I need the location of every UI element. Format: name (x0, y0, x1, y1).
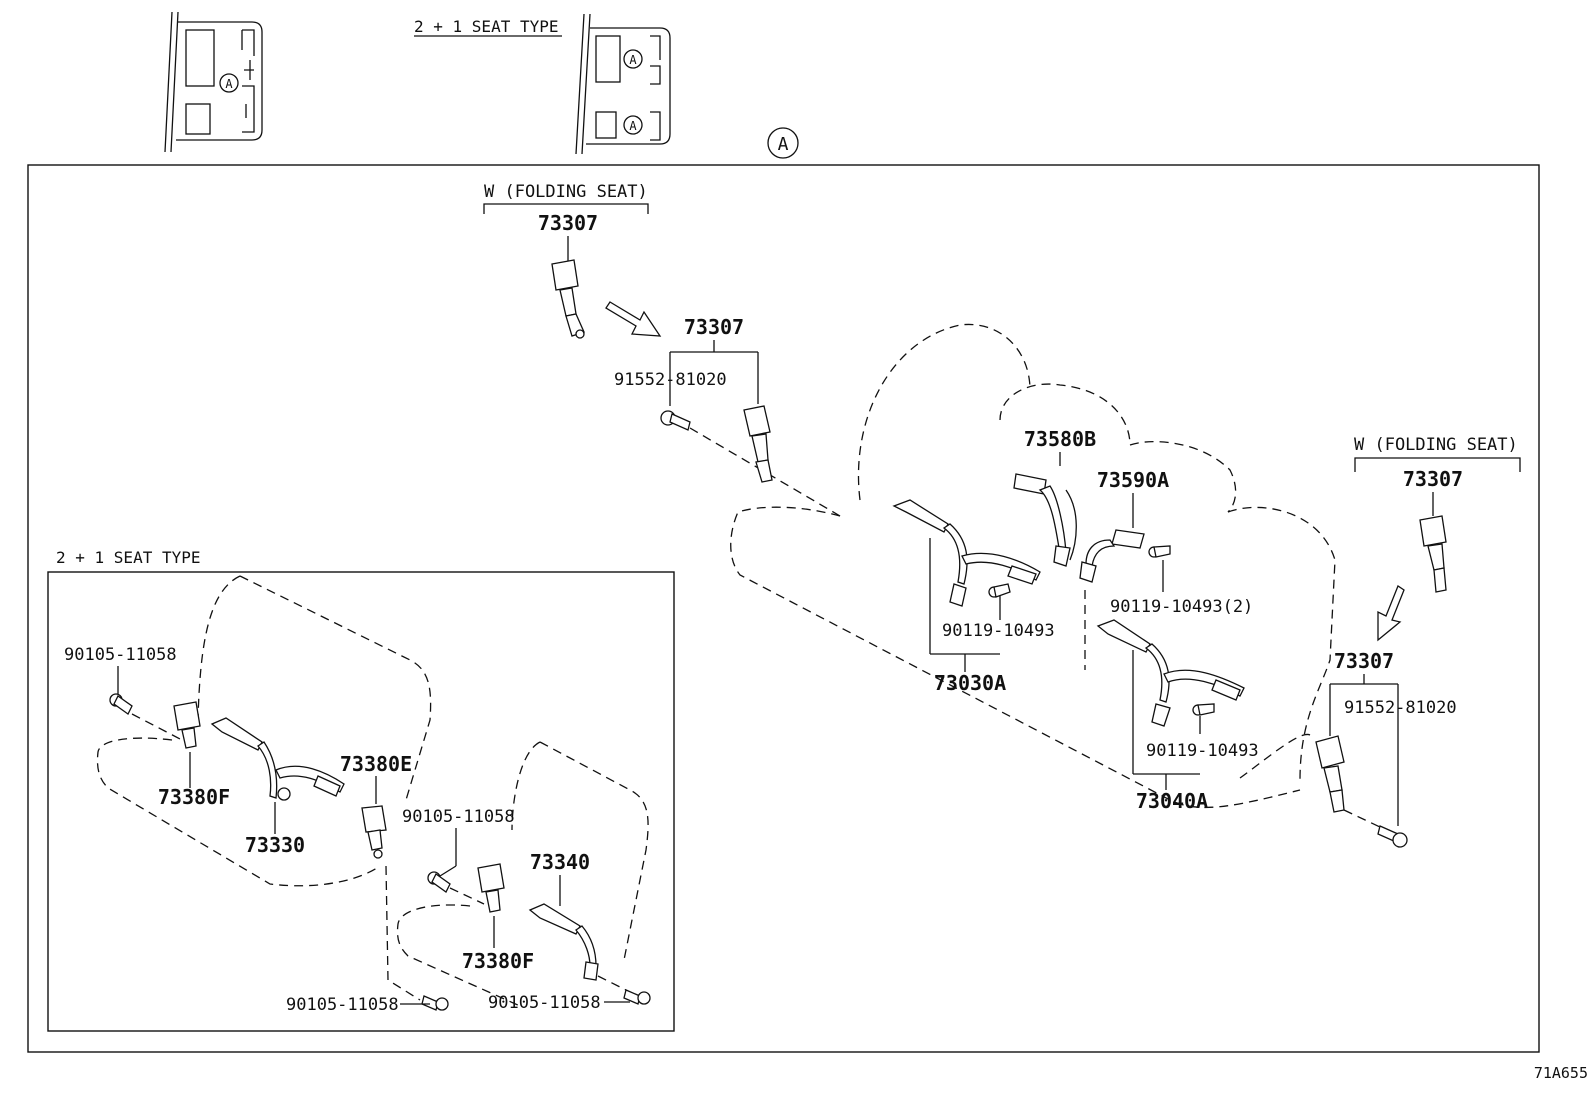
part-number-73307: 73307 (538, 211, 598, 235)
part-number-73340: 73340 (530, 850, 590, 874)
seat-belt-buckle (743, 405, 771, 437)
part-number-73307: 73307 (684, 315, 744, 339)
bench-belt-73040a (1096, 619, 1245, 727)
part-number-73590a: 73590A (1097, 468, 1169, 492)
seat-belt-buckle (551, 259, 579, 291)
bolt-icon (660, 410, 691, 431)
part-number-73307: 73307 (1403, 467, 1463, 491)
part-number-73380f: 73380F (158, 785, 230, 809)
locator-vehicle-plan-1: A (164, 11, 263, 153)
bolt-90105-11058-1: 90105-11058 (64, 645, 177, 665)
part-number-73040a: 73040A (1136, 789, 1208, 813)
bolt-90119-10493-qty2: 90119-10493(2) (1110, 597, 1253, 617)
bench-buckle-73590a (1079, 529, 1171, 583)
bolt-icon (1377, 825, 1408, 848)
bolt-icon (988, 583, 1011, 598)
inset-seat-outlines (96, 575, 649, 1007)
seat-belt-buckle (1419, 515, 1447, 547)
illustration-code: 71A655 (1534, 1064, 1588, 1082)
locator-marker-a-1: A (225, 77, 233, 91)
inset-frame (47, 571, 675, 1032)
direction-arrow-icon (605, 301, 662, 337)
bolt-icon (1148, 545, 1171, 558)
bolt-90105-11058-4: 90105-11058 (488, 993, 601, 1013)
locator-marker-a-3: A (629, 119, 637, 133)
bench-seat-outline (730, 323, 1336, 809)
locator-marker-a-2: A (629, 53, 637, 67)
inset-belt-73340: 73340 (528, 850, 631, 993)
right-lower-buckle-group: 73307 91552-81020 (1315, 649, 1457, 848)
part-number-73380f-2: 73380F (462, 949, 534, 973)
bolt-90119-10493-left: 90119-10493 (942, 621, 1055, 641)
inset-buckle-73380f-right: 73380F (462, 863, 534, 973)
bolt-90105-11058-2: 90105-11058 (402, 807, 515, 827)
bolt-90119-10493-lower: 90119-10493 (1146, 741, 1259, 761)
inset-title: 2 + 1 SEAT TYPE (56, 548, 201, 567)
inset-bolt-middle: 90105-11058 (402, 807, 515, 905)
seat-belt-buckle (1315, 735, 1345, 769)
folding-seat-group-right: W (FOLDING SEAT) 73307 (1354, 435, 1521, 593)
condition-label: W (FOLDING SEAT) (484, 182, 648, 202)
seat-type-heading: 2 + 1 SEAT TYPE (414, 17, 559, 36)
direction-arrow-icon (1377, 585, 1405, 642)
bench-belt-73030a (892, 499, 1041, 607)
part-number-73307: 73307 (1334, 649, 1394, 673)
bolt-icon (1192, 703, 1215, 716)
condition-label: W (FOLDING SEAT) (1354, 435, 1518, 455)
bolt-number: 91552-81020 (614, 370, 727, 390)
part-number-73330: 73330 (245, 833, 305, 857)
folding-seat-group-left: W (FOLDING SEAT) 73307 (483, 182, 649, 339)
inset-bolt-lower-left: 90105-11058 (286, 995, 449, 1015)
part-number-73380e: 73380E (340, 752, 412, 776)
main-frame (27, 164, 1540, 1053)
part-number-73030a: 73030A (934, 671, 1006, 695)
locator-2plus1-seat-type: 2 + 1 SEAT TYPE A A (414, 13, 671, 155)
inset-bolt-upper-left: 90105-11058 (64, 645, 183, 741)
inset-bolt-lower-right: 90105-11058 (488, 989, 651, 1013)
bolt-number: 91552-81020 (1344, 698, 1457, 718)
view-marker-a: A (778, 134, 789, 155)
inset-buckle-73380e: 73380E (340, 752, 412, 859)
inset-buckle-73380f-left: 73380F (158, 701, 230, 809)
bolt-90105-11058-3: 90105-11058 (286, 995, 399, 1015)
center-buckle-group: 73307 91552-81020 (614, 315, 841, 517)
inset-belt-73330: 73330 (210, 717, 345, 857)
bench-buckle-73580b (1013, 473, 1077, 567)
part-number-73580b: 73580B (1024, 427, 1096, 451)
